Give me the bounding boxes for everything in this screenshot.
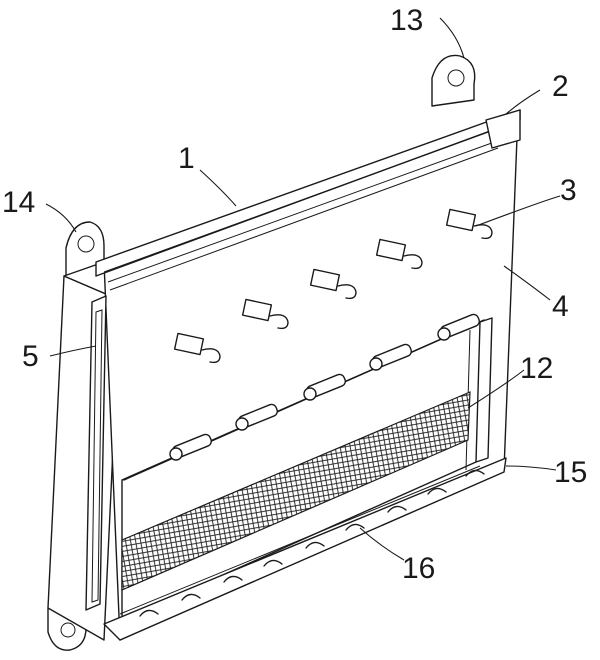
bottom-tray bbox=[103, 457, 507, 641]
label-5: 5 bbox=[22, 340, 39, 373]
top-rail bbox=[95, 109, 521, 291]
hook bbox=[375, 238, 423, 270]
peg-rod bbox=[123, 313, 485, 481]
label-4: 4 bbox=[552, 290, 569, 323]
label-15: 15 bbox=[554, 456, 587, 489]
side-slot bbox=[85, 295, 107, 611]
mesh-screen bbox=[121, 391, 471, 591]
hook bbox=[173, 332, 221, 364]
peg bbox=[437, 313, 480, 341]
label-13: 13 bbox=[390, 4, 423, 37]
leader-lines bbox=[45, 17, 561, 561]
label-3: 3 bbox=[560, 174, 577, 207]
label-1: 1 bbox=[178, 142, 195, 175]
label-2: 2 bbox=[552, 70, 569, 103]
bottom-clips bbox=[139, 469, 485, 617]
hook bbox=[241, 298, 289, 330]
label-12: 12 bbox=[520, 352, 553, 385]
label-14: 14 bbox=[2, 186, 35, 219]
peg bbox=[169, 433, 212, 461]
hook bbox=[309, 268, 357, 300]
label-16: 16 bbox=[402, 552, 435, 585]
peg bbox=[235, 403, 278, 431]
peg bbox=[369, 343, 412, 371]
hook-row bbox=[173, 208, 493, 364]
mounting-ear-top bbox=[431, 54, 476, 107]
hook bbox=[445, 208, 493, 240]
peg bbox=[303, 373, 346, 401]
mounting-ear-left bbox=[65, 221, 105, 277]
